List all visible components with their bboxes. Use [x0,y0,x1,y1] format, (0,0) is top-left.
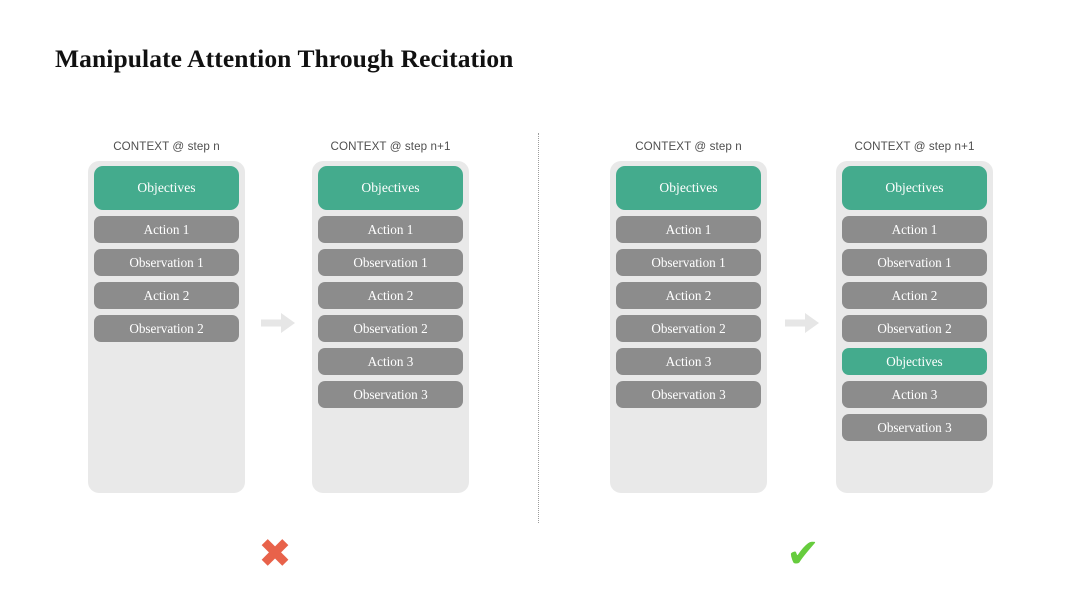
context-entry-block: Action 1 [842,216,987,243]
context-entry-block: Action 2 [842,282,987,309]
check-icon: ✔ [786,531,820,577]
cross-icon: ✖ [258,531,292,577]
context-entry-block: Action 1 [94,216,239,243]
context-entry-block: Observation 1 [318,249,463,276]
context-entry-block: Action 1 [616,216,761,243]
column-header: CONTEXT @ step n+1 [854,140,975,153]
column-header: CONTEXT @ step n [635,140,742,153]
column-header: CONTEXT @ step n [113,140,220,153]
objectives-block: Objectives [842,348,987,375]
context-entry-block: Observation 1 [842,249,987,276]
context-entry-block: Observation 1 [616,249,761,276]
context-entry-block: Observation 3 [842,414,987,441]
objectives-block: Objectives [616,166,761,210]
context-entry-block: Observation 3 [616,381,761,408]
context-entry-block: Observation 1 [94,249,239,276]
section-divider [538,133,539,523]
arrow-right-icon [261,313,295,333]
column-header: CONTEXT @ step n+1 [330,140,451,153]
context-entry-block: Observation 2 [94,315,239,342]
context-entry-block: Action 3 [318,348,463,375]
context-entry-block: Action 2 [94,282,239,309]
context-entry-block: Observation 3 [318,381,463,408]
context-entry-block: Action 1 [318,216,463,243]
objectives-block: Objectives [94,166,239,210]
context-entry-block: Observation 2 [842,315,987,342]
context-entry-block: Observation 2 [616,315,761,342]
context-entry-block: Action 2 [616,282,761,309]
arrow-right-icon [785,313,819,333]
page-title: Manipulate Attention Through Recitation [55,44,514,73]
context-entry-block: Observation 2 [318,315,463,342]
objectives-block: Objectives [842,166,987,210]
context-entry-block: Action 3 [842,381,987,408]
context-entry-block: Action 3 [616,348,761,375]
objectives-block: Objectives [318,166,463,210]
context-entry-block: Action 2 [318,282,463,309]
